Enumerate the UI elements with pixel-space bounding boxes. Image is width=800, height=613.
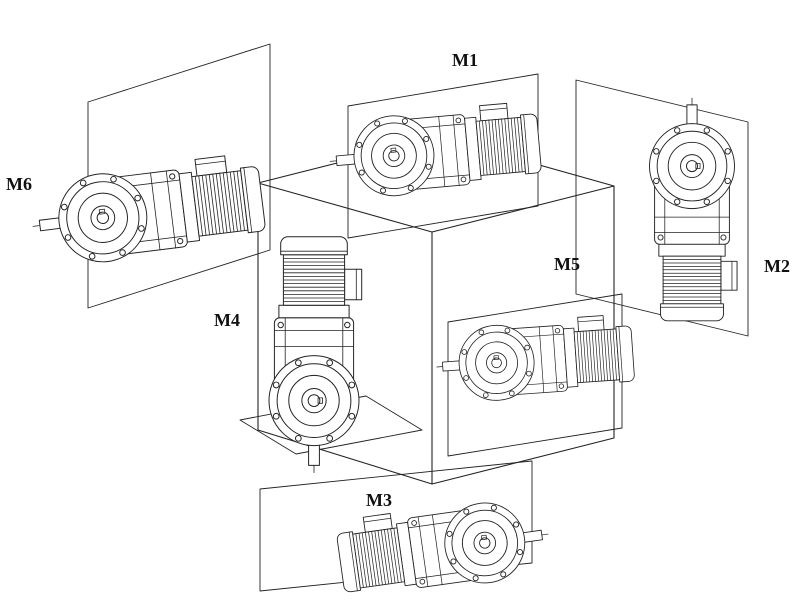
- gearmotor-m1-drawing: [326, 100, 543, 202]
- mounting-plane-m1: [347, 73, 539, 239]
- label-m5: M5: [554, 254, 580, 274]
- label-m3: M3: [366, 490, 392, 510]
- mounting-plane-m3: [259, 460, 533, 592]
- gearmotor-m5-drawing: [433, 313, 636, 405]
- label-m1: M1: [452, 50, 478, 70]
- label-m4: M4: [214, 310, 240, 330]
- label-m6: M6: [6, 174, 32, 194]
- label-m2: M2: [764, 256, 790, 276]
- gearmotor-m6-drawing: [26, 151, 268, 271]
- mounting-plane-m5: [447, 293, 623, 457]
- gearmotor-m2-drawing: [649, 97, 738, 322]
